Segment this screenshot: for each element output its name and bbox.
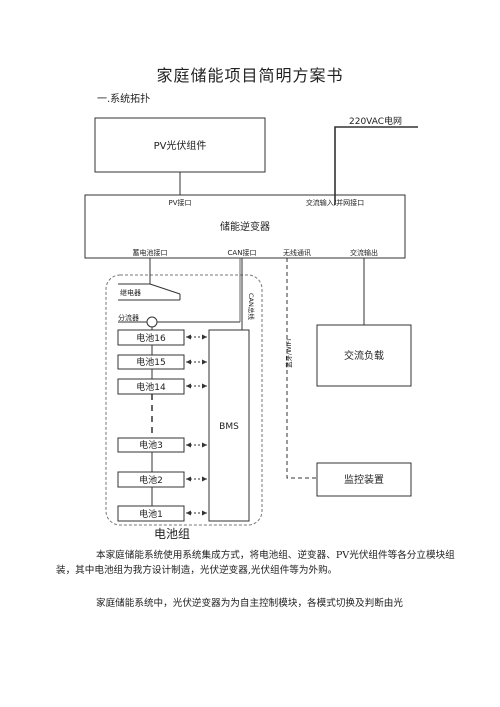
battery-16-box bbox=[117, 329, 185, 346]
pv-module-label: PV光伏组件 bbox=[154, 139, 207, 152]
can-bus-label: CAN总线 bbox=[247, 293, 256, 320]
port-wireless-label: 无线通讯 bbox=[283, 248, 311, 257]
ac-load-label: 交流负载 bbox=[344, 349, 384, 362]
battery-pack-label: 电池组 bbox=[154, 527, 190, 541]
bms-label: BMS bbox=[219, 422, 239, 432]
inverter-label: 储能逆变器 bbox=[220, 220, 270, 233]
monitor-label: 监控装置 bbox=[344, 473, 384, 486]
monitor-box bbox=[316, 462, 412, 497]
wireless-link bbox=[286, 258, 317, 479]
wifi-label: 蓝牙/WIFI bbox=[284, 339, 293, 368]
battery-3-box bbox=[117, 437, 185, 453]
document-title: 家庭储能项目简明方案书 bbox=[156, 66, 344, 85]
battery-16-label: 电池16 bbox=[136, 332, 166, 344]
battery-15-label: 电池15 bbox=[136, 356, 165, 368]
section-heading: 一.系统拓扑 bbox=[97, 94, 151, 105]
shunt-label: 分流器 bbox=[118, 313, 139, 322]
port-pv-label: PV接口 bbox=[168, 198, 191, 207]
port-can-label: CAN接口 bbox=[228, 248, 257, 257]
battery-pack-boundary bbox=[105, 274, 263, 526]
ac-load-box bbox=[316, 324, 412, 387]
port-ac-in-label: 交流输入/并网接口 bbox=[306, 198, 364, 207]
bms-box bbox=[208, 329, 250, 522]
battery-15-box bbox=[117, 354, 185, 370]
battery-1-label: 电池1 bbox=[139, 508, 163, 520]
port-battery-label: 蓄电池接口 bbox=[133, 248, 168, 257]
relay-label: 继电器 bbox=[120, 288, 141, 297]
paragraph-2: 家庭储能系统中，光伏逆变器为为自主控制模块，各模式切换及判断由光 bbox=[96, 598, 403, 609]
grid-line bbox=[334, 126, 418, 205]
battery-1-box bbox=[117, 505, 185, 522]
paragraph-1: 本家庭储能系统使用系统集成方式，将电池组、逆变器、PV光伏组件等各分立模块组装，… bbox=[56, 550, 455, 576]
system-topology-diagram: PV光伏组件 220VAC电网 PV接口 交流输入/并网接口 储能逆变器 蓄电池… bbox=[84, 115, 418, 541]
battery-2-box bbox=[117, 471, 185, 488]
battery-14-box bbox=[117, 378, 185, 395]
battery-3-label: 电池3 bbox=[139, 439, 163, 451]
port-ac-out-label: 交流输出 bbox=[350, 248, 378, 257]
grid-label: 220VAC电网 bbox=[349, 115, 402, 127]
shunt-symbol bbox=[146, 316, 158, 328]
inverter-box bbox=[84, 194, 406, 259]
battery-2-label: 电池2 bbox=[139, 474, 163, 486]
battery-14-label: 电池14 bbox=[136, 381, 166, 393]
